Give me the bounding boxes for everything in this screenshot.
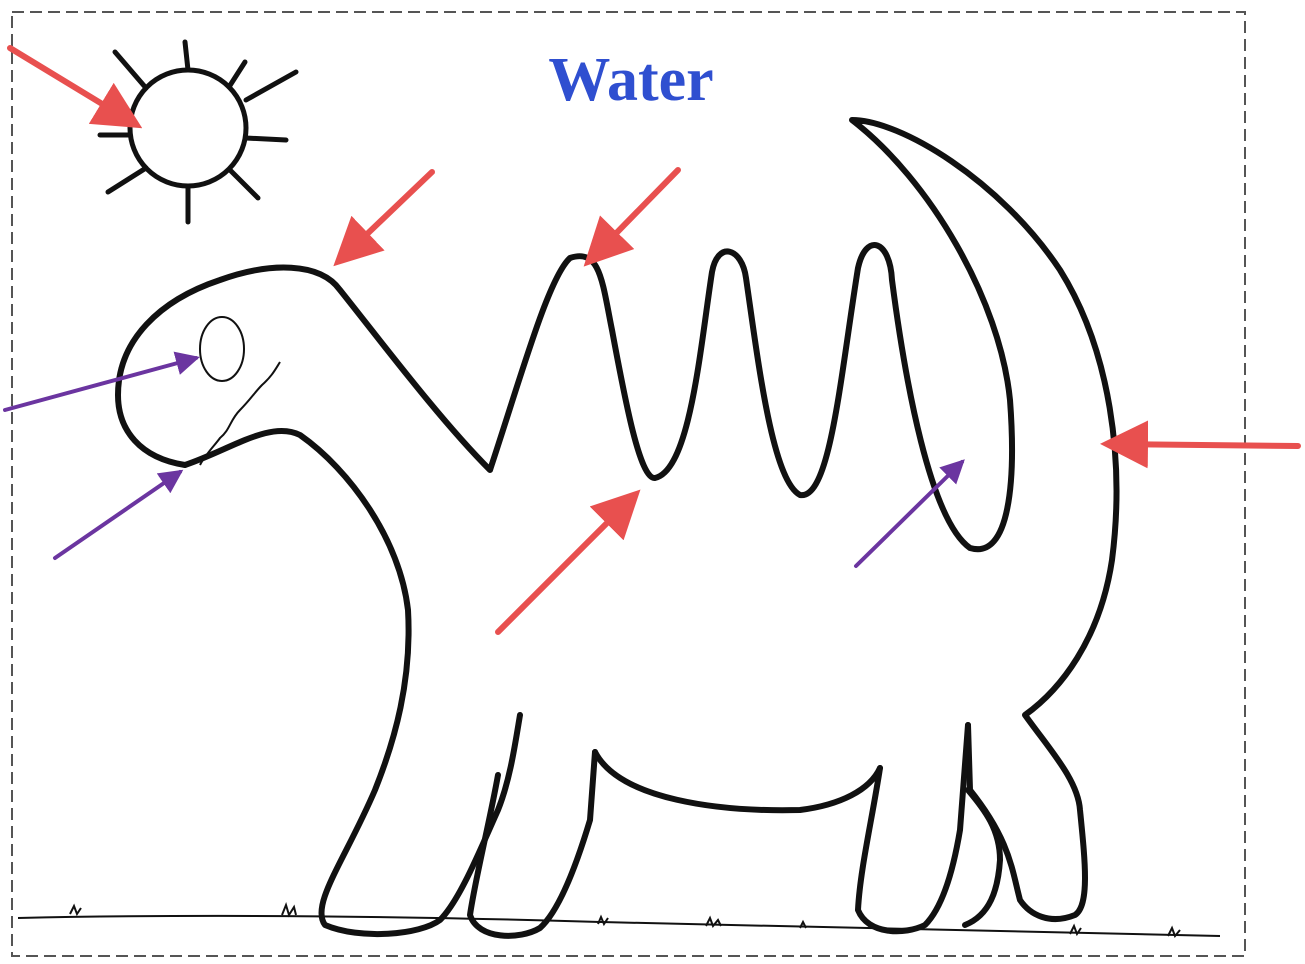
- arrow-to-spike-valley: [498, 498, 632, 632]
- red-arrows: [10, 48, 1298, 632]
- arrow-to-tail: [1112, 444, 1298, 446]
- dinosaur-drawing: [118, 120, 1116, 936]
- arrow-to-sun: [10, 48, 132, 122]
- diagram-title: Water: [541, 40, 721, 120]
- arrow-to-mouth: [55, 472, 180, 558]
- sun-icon: [100, 42, 296, 222]
- arrow-to-head: [342, 172, 432, 258]
- page-border: [12, 12, 1245, 956]
- arrow-to-spike-1: [592, 170, 678, 258]
- arrow-to-eye: [5, 358, 196, 410]
- eye-shape: [200, 317, 244, 381]
